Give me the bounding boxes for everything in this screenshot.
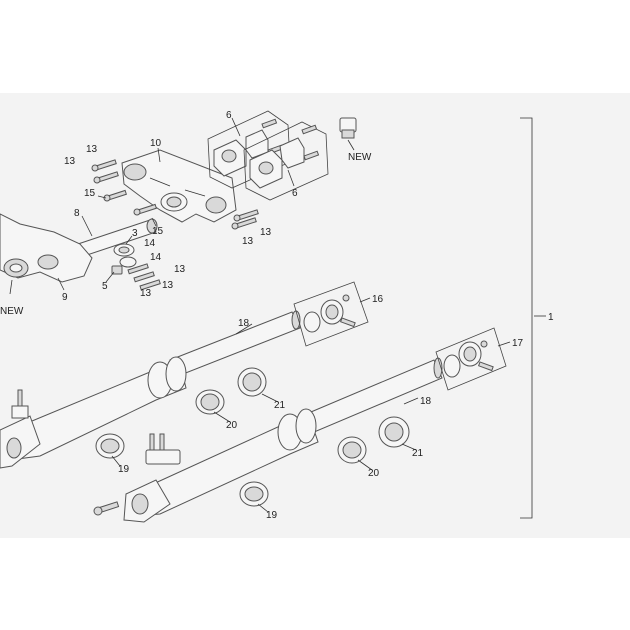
fork-leg-right <box>93 408 319 523</box>
fork-cap-kit-left <box>293 281 369 347</box>
callout-14-a: 14 <box>144 238 156 249</box>
callout-5: 5 <box>102 281 108 292</box>
callout-10: 10 <box>150 138 162 149</box>
callout-21-left: 21 <box>274 400 286 411</box>
callout-13-b: 13 <box>64 156 76 167</box>
callout-6-lower: 6 <box>292 188 298 199</box>
handlebar-clamp-upper <box>207 110 291 189</box>
callout-13-f: 13 <box>162 280 174 291</box>
callout-13-d: 13 <box>260 227 272 238</box>
callout-13-g: 13 <box>140 288 152 299</box>
fork-stanchion-left <box>169 310 301 377</box>
bolts-top <box>91 159 259 230</box>
callout-17: 17 <box>512 338 524 349</box>
callout-19-right: 19 <box>266 510 278 521</box>
fork-leg-left <box>0 356 187 469</box>
top-yoke <box>121 149 237 223</box>
callout-3: 3 <box>132 228 138 239</box>
handlebar-clamp-lower <box>243 121 329 201</box>
callout-16: 16 <box>372 294 384 305</box>
steering-stem-nut <box>339 117 357 151</box>
callout-14-b: 14 <box>150 252 162 263</box>
callout-labels: 1 3 5 6 6 8 9 10 13 13 13 13 13 13 13 14… <box>0 110 554 521</box>
callout-13-c: 13 <box>242 236 254 247</box>
fork-bushes-right <box>239 416 410 507</box>
callout-8: 8 <box>74 208 80 219</box>
bottom-yoke <box>0 213 93 283</box>
stem-bearings <box>111 243 161 291</box>
fork-bushes-left <box>95 367 267 459</box>
callout-20-left: 20 <box>226 420 238 431</box>
callout-21-right: 21 <box>412 448 424 459</box>
new-label-nut: NEW <box>348 152 372 163</box>
callout-18-right: 18 <box>420 396 432 407</box>
leader-lines <box>9 117 546 513</box>
callout-15-a: 15 <box>84 188 96 199</box>
callout-18-left: 18 <box>238 318 250 329</box>
callout-13-a: 13 <box>86 144 98 155</box>
assembly-bracket <box>520 117 533 519</box>
callout-1: 1 <box>548 312 554 323</box>
callout-9: 9 <box>62 292 68 303</box>
new-label-yoke: NEW <box>0 306 24 317</box>
callout-6-upper: 6 <box>226 110 232 121</box>
callout-19-left: 19 <box>118 464 130 475</box>
callout-13-e: 13 <box>174 264 186 275</box>
fork-cap-kit-right <box>435 327 507 391</box>
callout-20-right: 20 <box>368 468 380 479</box>
callout-15-b: 15 <box>152 226 164 237</box>
